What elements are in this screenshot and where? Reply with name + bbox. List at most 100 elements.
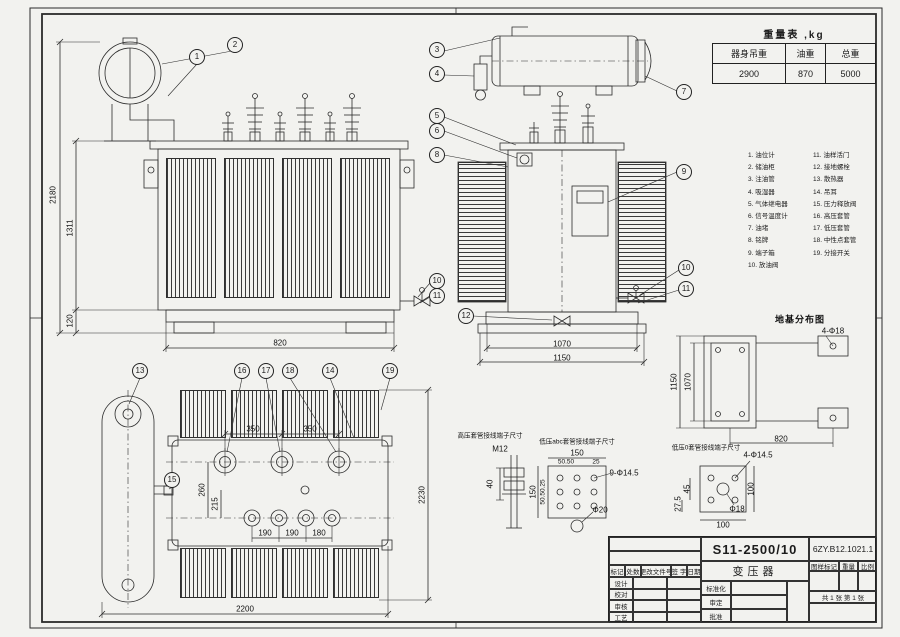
radiator-fins	[333, 390, 379, 438]
dim-label: 4-Φ14.5	[743, 450, 773, 460]
parts-list-item: 9. 端子箱	[748, 249, 775, 257]
model-number: S11-2500/10	[701, 537, 809, 561]
dim-label: 1311	[65, 219, 75, 237]
dim-label: 190	[258, 528, 272, 538]
parts-list-item: 4. 吸湿器	[748, 188, 775, 196]
callout-balloon-2: 2	[227, 37, 243, 53]
dim-label: 1070	[683, 373, 693, 391]
dim-label: 25	[592, 458, 600, 466]
radiator-fins	[180, 548, 226, 598]
callout-balloon-15: 15	[164, 472, 180, 488]
parts-list-item: 16. 高压套管	[813, 213, 850, 221]
dim-label: 40	[485, 479, 495, 489]
radiator-fins	[458, 162, 506, 302]
dim-label: M12	[492, 444, 508, 454]
dim-label: 低压abc套管接线端子尺寸	[539, 438, 615, 446]
callout-balloon-11: 11	[678, 281, 694, 297]
dim-label: 2180	[48, 186, 58, 204]
radiator-fins	[231, 390, 277, 438]
document-number: 6ZY.B12.1021.1	[809, 537, 877, 561]
sig-process: 工艺	[609, 611, 633, 623]
callout-balloon-7: 7	[676, 84, 692, 100]
radiator-fins	[166, 158, 216, 298]
dim-label: 4-Φ18	[821, 326, 845, 336]
sig-approve: 批准	[701, 609, 731, 623]
change-row-empty	[609, 537, 701, 551]
weight-header-total: 总重	[825, 43, 876, 64]
stamp-cell-empty	[858, 571, 877, 591]
dim-label: 100	[716, 520, 730, 530]
callout-balloon-10: 10	[678, 260, 694, 276]
stamp-header-mark: 图样标记	[809, 561, 839, 571]
dim-label: 215	[210, 497, 220, 511]
sig-cell-empty	[633, 611, 667, 623]
callout-balloon-12: 12	[458, 308, 474, 324]
parts-list-item: 15. 压力释放阀	[813, 200, 857, 208]
radiator-fins	[180, 390, 226, 438]
callout-balloon-13: 13	[132, 363, 148, 379]
radiator-fins	[618, 162, 666, 302]
dim-label: 1150	[669, 373, 679, 391]
dim-label: 120	[65, 314, 75, 328]
radiator-fins	[282, 158, 332, 298]
sig-standardization: 标准化	[701, 581, 731, 595]
weight-header-oil: 油重	[785, 43, 827, 64]
dim-label: 27.5	[673, 496, 683, 512]
sig-cell-empty	[731, 581, 787, 595]
parts-list-item: 12. 接地螺栓	[813, 164, 850, 172]
sig-cell-empty	[731, 609, 787, 623]
parts-list-item: 5. 气体继电器	[748, 200, 788, 208]
sig-cell-empty	[667, 588, 701, 600]
weight-table-title: 重量表 ,kg	[763, 30, 825, 41]
sig-approval-check: 审定	[701, 595, 731, 609]
callout-balloon-19: 19	[382, 363, 398, 379]
rev-header-count: 处数	[625, 565, 641, 577]
callout-balloon-6: 6	[429, 123, 445, 139]
dim-label: 260	[197, 483, 207, 497]
dim-label: 180	[312, 528, 326, 538]
dim-label: 地基分布图	[774, 314, 826, 325]
title-block-empty	[809, 603, 877, 623]
dim-label: 350	[303, 424, 317, 434]
sig-cell-empty	[731, 595, 787, 609]
radiator-fins	[282, 548, 328, 598]
sig-cell-empty	[787, 581, 809, 623]
callout-balloon-1: 1	[189, 49, 205, 65]
parts-list-item: 8. 铭牌	[748, 237, 769, 245]
sig-cell-empty	[633, 600, 667, 612]
parts-list-item: 6. 信号温度计	[748, 213, 788, 221]
parts-list-item: 19. 分接开关	[813, 249, 850, 257]
radiator-fins	[282, 390, 328, 438]
dim-label: 190	[285, 528, 299, 538]
parts-list-item: 10. 放油阀	[748, 261, 779, 269]
rev-header-date: 日期	[687, 565, 701, 577]
parts-list-item: 18. 中性点套管	[813, 237, 857, 245]
dim-label: 350	[246, 424, 260, 434]
dim-label: 低压0套管接线端子尺寸	[671, 444, 741, 452]
dim-label: 820	[774, 434, 788, 444]
stamp-cell-empty	[839, 571, 858, 591]
sig-cell-empty	[667, 600, 701, 612]
parts-list-item: 13. 散热器	[813, 176, 844, 184]
sig-design: 设计	[609, 577, 633, 589]
sig-cell-empty	[633, 577, 667, 589]
dim-label: 150	[570, 448, 584, 458]
radiator-fins	[333, 548, 379, 598]
dim-label: 2200	[236, 604, 254, 614]
rev-header-doc: 更改文件号	[641, 565, 671, 577]
dim-label: 2230	[417, 486, 427, 504]
dim-label: 50.50	[557, 458, 575, 466]
dim-label: 高压套管接线端子尺寸	[457, 432, 523, 440]
sig-cell-empty	[667, 577, 701, 589]
radiator-fins	[231, 548, 277, 598]
sig-cell-empty	[667, 611, 701, 623]
parts-list-item: 17. 低压套管	[813, 225, 850, 233]
dim-label: 50.50.25	[539, 479, 547, 505]
weight-value-total: 5000	[825, 63, 876, 84]
sig-review: 审核	[609, 600, 633, 612]
callout-balloon-3: 3	[429, 42, 445, 58]
